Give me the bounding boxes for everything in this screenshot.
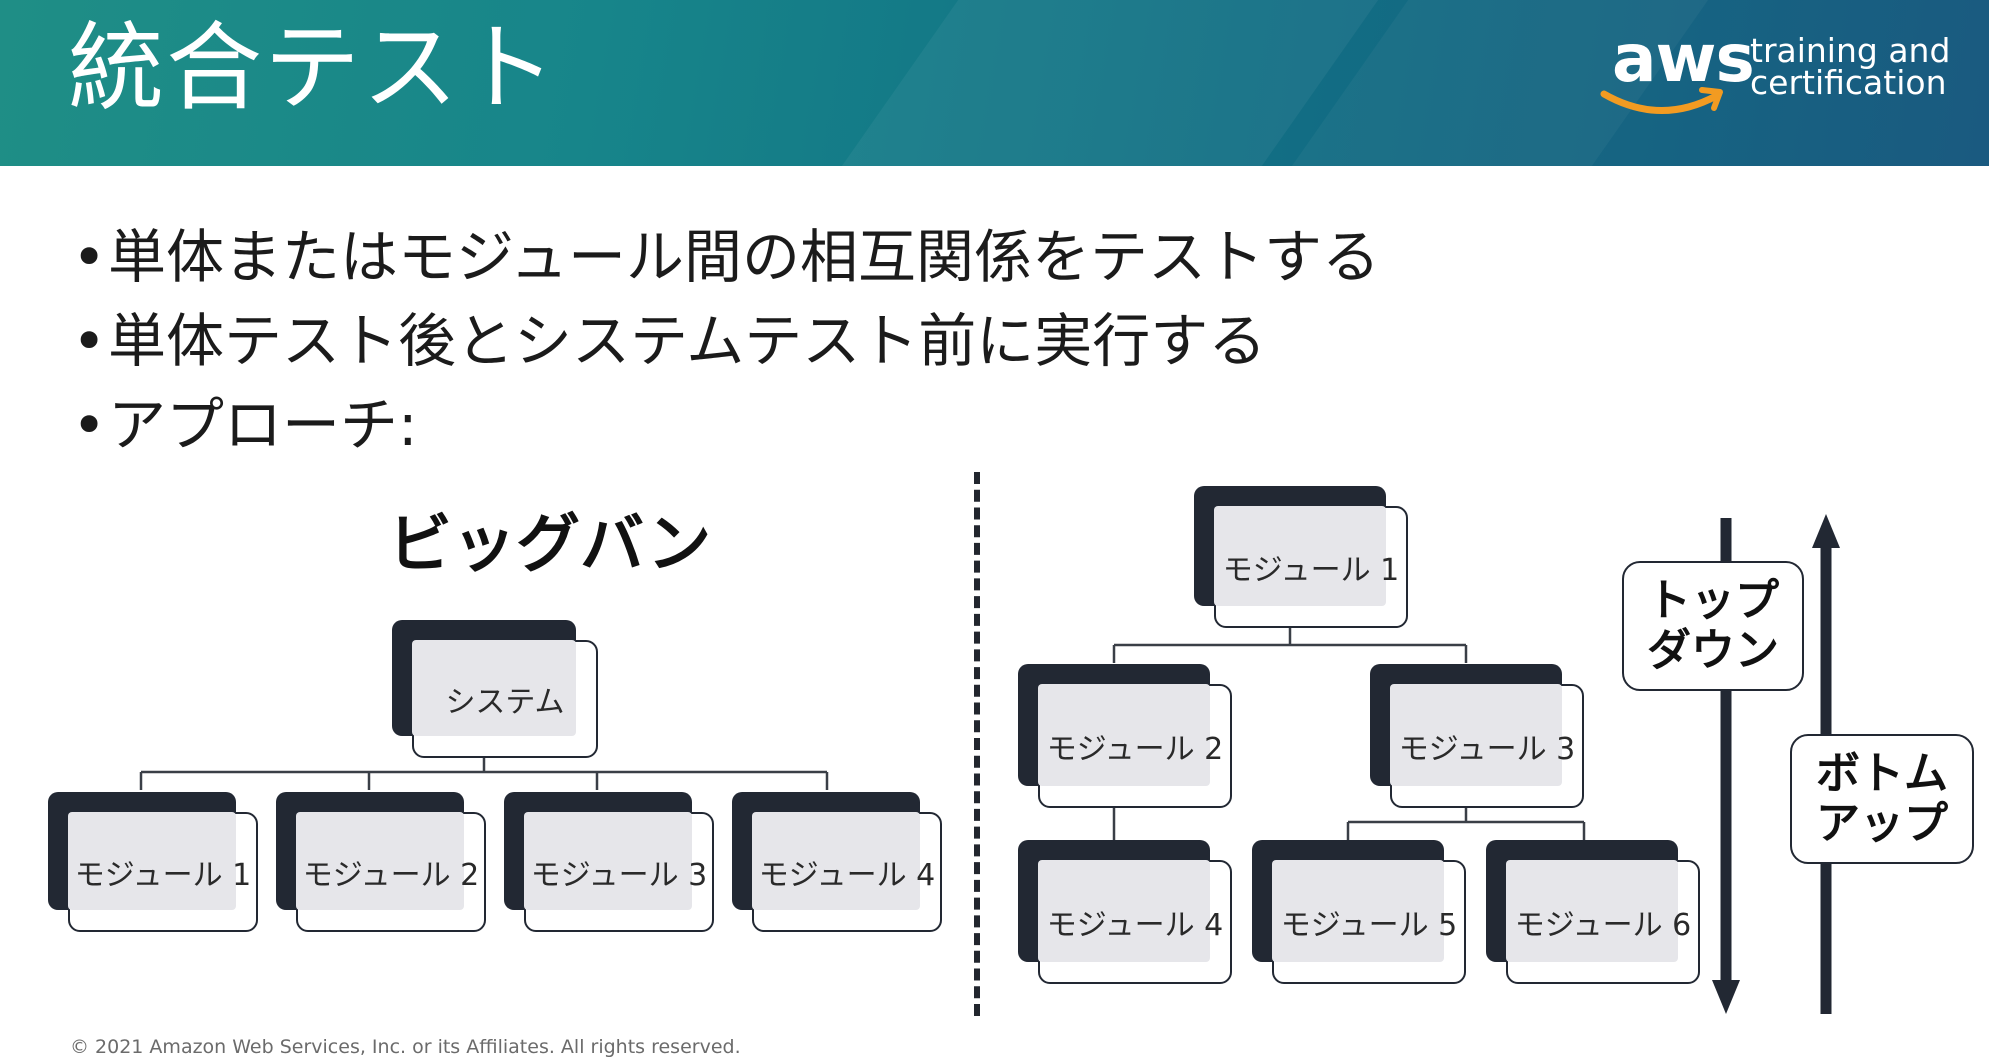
logo-tagline: certification: [1750, 63, 1947, 102]
node-label: モジュール 6: [1514, 908, 1692, 943]
big-bang-title: ビッグバン: [388, 508, 712, 582]
bottom-up-label: ボトム アップ: [1790, 734, 1974, 864]
node-label: モジュール 2: [1046, 732, 1224, 767]
bullet-text: 単体またはモジュール間の相互関係をテストする: [108, 223, 1380, 291]
node-label: モジュール 3: [1398, 732, 1576, 767]
section-divider: [974, 472, 980, 1016]
big-bang-module-node: モジュール 2: [276, 792, 486, 932]
node-fill: [1038, 684, 1210, 786]
callout-line: アップ: [1816, 798, 1948, 849]
node-label: モジュール 1: [1222, 553, 1400, 588]
node-fill: [524, 812, 692, 910]
node-label: モジュール 4: [758, 858, 936, 893]
aws-logo: aws training and certification: [1598, 20, 1978, 124]
node-fill: [1038, 860, 1210, 962]
incremental-module-node: モジュール 2: [1018, 664, 1232, 808]
logo-tagline: training and: [1750, 31, 1951, 70]
incremental-module-node: モジュール 6: [1486, 840, 1700, 984]
incremental-module-node: モジュール 1: [1194, 486, 1408, 628]
bullet-dot: •: [72, 223, 107, 291]
node-fill: [296, 812, 464, 910]
big-bang-module-node: モジュール 1: [48, 792, 258, 932]
node-label: モジュール 5: [1280, 908, 1458, 943]
node-fill: [68, 812, 236, 910]
incremental-module-node: モジュール 5: [1252, 840, 1466, 984]
bullet-text: 単体テスト後とシステムテスト前に実行する: [108, 307, 1267, 375]
node-fill: [1214, 506, 1386, 606]
slide-title: 統合テスト: [68, 12, 558, 124]
system-node: システム: [392, 620, 598, 758]
bullet-dot: •: [72, 307, 107, 375]
bullet-dot: •: [72, 391, 107, 459]
node-label: モジュール 4: [1046, 908, 1224, 943]
copyright-notice: © 2021 Amazon Web Services, Inc. or its …: [70, 1036, 741, 1058]
callout-line: トップ: [1647, 575, 1779, 626]
node-label: モジュール 1: [74, 858, 252, 893]
incremental-module-node: モジュール 3: [1370, 664, 1584, 808]
callout-line: ボトム: [1816, 748, 1948, 799]
aws-smile-icon: [1600, 87, 1723, 114]
aws-wordmark: aws: [1612, 20, 1755, 97]
node-fill: [752, 812, 920, 910]
bullet-text: アプローチ:: [108, 391, 418, 459]
node-label: モジュール 2: [302, 858, 480, 893]
bullet-list: • 単体またはモジュール間の相互関係をテストする • 単体テスト後とシステムテス…: [72, 215, 1380, 467]
big-bang-module-node: モジュール 4: [732, 792, 942, 932]
big-bang-module-node: モジュール 3: [504, 792, 714, 932]
node-label: システム: [445, 685, 565, 720]
node-fill: [1506, 860, 1678, 962]
node-fill: [412, 640, 576, 736]
node-fill: [1272, 860, 1444, 962]
incremental-module-node: モジュール 4: [1018, 840, 1232, 984]
node-label: モジュール 3: [530, 858, 708, 893]
bullet-item: • アプローチ:: [72, 383, 1380, 467]
slide-header: 統合テスト aws training and certification: [0, 0, 1989, 166]
node-fill: [1390, 684, 1562, 786]
top-down-label: トップ ダウン: [1622, 561, 1804, 691]
bullet-item: • 単体またはモジュール間の相互関係をテストする: [72, 215, 1380, 299]
callout-line: ダウン: [1647, 625, 1779, 676]
bullet-item: • 単体テスト後とシステムテスト前に実行する: [72, 299, 1380, 383]
